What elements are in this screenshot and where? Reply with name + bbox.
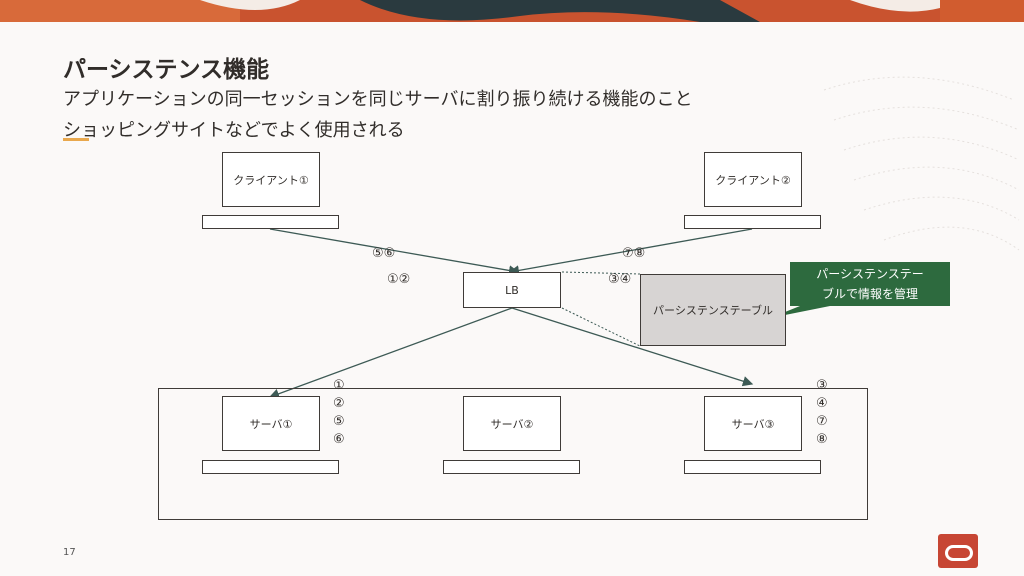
server1-seq-2: ②: [333, 396, 345, 411]
line-client2-lb: [508, 228, 753, 276]
client1-keyboard: [202, 215, 339, 229]
persistence-table-label: パーシステンステーブル: [653, 304, 773, 317]
client2-box: クライアント②: [704, 152, 802, 207]
header-decoration: [0, 0, 1024, 22]
seq-client1-upper: ⑤⑥: [372, 246, 396, 261]
callout-note: パーシステンステー ブルで情報を管理: [790, 262, 950, 306]
title-accent-bar: [63, 138, 89, 141]
oracle-logo-icon: [938, 534, 978, 568]
seq-client2-upper: ⑦⑧: [622, 246, 646, 261]
line-lb-server3: [511, 307, 754, 387]
client1-box: クライアント①: [222, 152, 320, 207]
callout-line-2: ブルで情報を管理: [821, 287, 918, 301]
line-lb-table-top: [561, 271, 641, 275]
server3-seq-3: ⑦: [816, 414, 828, 429]
persistence-table-box: パーシステンステーブル: [640, 274, 786, 346]
client1-label: クライアント①: [233, 173, 309, 187]
server3-label: サーバ③: [731, 417, 775, 431]
load-balancer-box: LB: [463, 272, 561, 308]
server3-seq-4: ⑧: [816, 432, 828, 447]
line-lb-table-bottom: [561, 307, 641, 347]
seq-client2-lower: ③④: [608, 272, 632, 287]
server3-box: サーバ③: [704, 396, 802, 451]
server1-base: [202, 460, 339, 474]
server1-box: サーバ①: [222, 396, 320, 451]
server2-base: [443, 460, 580, 474]
subtitle-line-2: ショッピングサイトなどでよく使用される: [63, 120, 405, 141]
server1-seq-1: ①: [333, 378, 345, 393]
server1-seq-3: ⑤: [333, 414, 345, 429]
page-number: 17: [63, 547, 76, 558]
callout-line-1: パーシステンステー: [816, 267, 924, 281]
server2-label: サーバ②: [490, 417, 534, 431]
client2-label: クライアント②: [715, 173, 791, 187]
server2-box: サーバ②: [463, 396, 561, 451]
client2-keyboard: [684, 215, 821, 229]
server1-label: サーバ①: [249, 417, 293, 431]
background-pattern: [823, 76, 1020, 251]
server3-base: [684, 460, 821, 474]
subtitle-line-1: アプリケーションの同一セッションを同じサーバに割り振り続ける機能のこと: [63, 89, 693, 110]
line-client1-lb: [269, 228, 520, 276]
line-lb-server1: [268, 307, 513, 399]
server3-seq-1: ③: [816, 378, 828, 393]
page-title: パーシステンス機能: [63, 57, 270, 83]
server3-seq-2: ④: [816, 396, 828, 411]
server-group-frame: [158, 388, 868, 520]
seq-client1-lower: ①②: [387, 272, 411, 287]
load-balancer-label: LB: [505, 283, 519, 297]
server1-seq-4: ⑥: [333, 432, 345, 447]
